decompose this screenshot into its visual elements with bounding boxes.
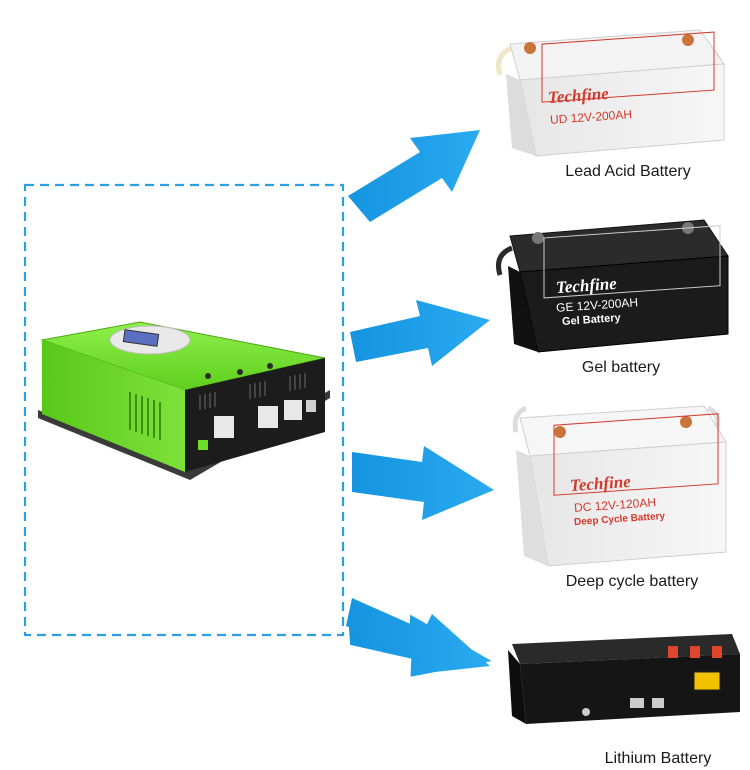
arrow-1 bbox=[348, 130, 480, 222]
arrow-3 bbox=[352, 446, 494, 520]
caption-deep-cycle: Deep cycle battery bbox=[565, 573, 699, 590]
battery-deep-cycle bbox=[512, 405, 727, 567]
battery-1-brand: Techfine bbox=[547, 83, 610, 108]
battery-lead-acid bbox=[496, 29, 725, 157]
caption-gel: Gel battery bbox=[581, 359, 661, 376]
battery-3-brand: Techfine bbox=[569, 471, 632, 496]
dashed-frame bbox=[23, 183, 345, 637]
battery-lithium bbox=[508, 634, 740, 724]
battery-2-brand: Techfine bbox=[555, 273, 618, 298]
arrow-2 bbox=[350, 300, 490, 366]
controller-icon bbox=[38, 321, 330, 480]
caption-lithium: Lithium Battery bbox=[604, 750, 712, 767]
battery-gel bbox=[496, 219, 729, 353]
caption-lead-acid: Lead Acid Battery bbox=[565, 163, 691, 180]
arrow-4 bbox=[346, 598, 492, 677]
